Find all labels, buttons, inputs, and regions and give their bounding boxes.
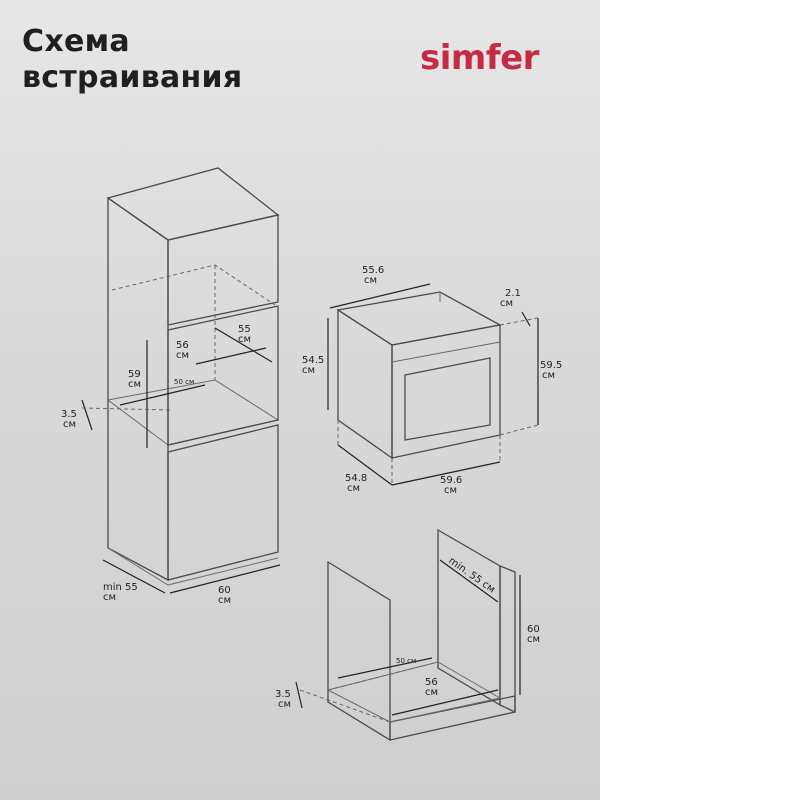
dim-width: 60: [218, 585, 231, 596]
dim-base-plinth: 3.5: [275, 689, 291, 700]
base-cabinet-left-panel: [327, 560, 391, 742]
dim-opening-width-unit: см: [238, 334, 251, 345]
dim-panel-thickness-unit: см: [500, 298, 513, 309]
base-cabinet-floor: [326, 661, 502, 723]
dim-base-vent-gap: 50 см: [396, 657, 416, 665]
page-title: Схема встраивания: [22, 24, 242, 96]
dim-front-width-unit: см: [444, 485, 457, 496]
dim-line-depth-min: [439, 559, 499, 603]
oven-door-window: [404, 357, 491, 441]
dim-line-opening-depth: [195, 347, 267, 365]
dim-opening-width: 55: [238, 324, 251, 335]
brand-logo: simfer: [420, 38, 539, 78]
dim-line-base-plinth: [295, 681, 303, 709]
dim-base-width-unit: см: [425, 687, 438, 698]
dim-panel-thickness: 2.1: [505, 288, 521, 299]
dim-line-vent-gap: [119, 384, 206, 406]
front-height-guide-bottom: [499, 424, 539, 436]
base-plinth-guide: [299, 689, 391, 723]
dim-front-width: 59.6: [440, 475, 462, 486]
dim-opening-height: 59: [128, 369, 141, 380]
dim-top-depth: 55.6: [362, 265, 384, 276]
dim-base-height-unit: см: [527, 634, 540, 645]
tall-cabinet-top-face: [106, 167, 280, 241]
front-height-guide-top: [499, 317, 539, 326]
base-cabinet-right-panel: [437, 528, 501, 707]
dim-base-height: 60: [527, 624, 540, 635]
dim-line-top-depth: [329, 283, 431, 309]
dim-line-bottom-depth: [337, 444, 393, 486]
dim-base-width: 56: [425, 677, 438, 688]
dim-front-height-unit: см: [542, 370, 555, 381]
dim-line-width: [169, 564, 281, 594]
dim-front-height: 59.5: [540, 360, 562, 371]
dim-line-panel-thickness: [521, 311, 531, 327]
oven-side-face: [337, 308, 393, 460]
tall-cabinet: [106, 167, 280, 586]
tall-cabinet-dimensions: 55 см 56 см 59 см 50 см 3.5 см min 55 см…: [61, 324, 281, 606]
tall-cabinet-niche-top: [111, 264, 276, 306]
dim-line-front-width: [391, 461, 501, 486]
dim-width-unit: см: [218, 595, 231, 606]
dim-bottom-depth: 54.8: [345, 473, 367, 484]
dim-base-plinth-unit: см: [278, 699, 291, 710]
dim-line-opening-width: [214, 327, 273, 363]
dim-line-depth-min: [102, 559, 166, 594]
dim-top-depth-unit: см: [364, 275, 377, 286]
dim-line-base-width: [391, 689, 499, 716]
base-cabinet: [326, 528, 516, 742]
dim-line-plinth: [81, 399, 93, 431]
oven-dimensions: 55.6 см 2.1 см 54.5 см 59.5 см 54.8 см 5…: [302, 265, 562, 496]
tall-cabinet-base-front: [167, 557, 279, 586]
dim-plinth-unit: см: [63, 419, 76, 430]
dim-plinth: 3.5: [61, 409, 77, 420]
dim-line-base-vent-gap: [337, 657, 433, 679]
dim-opening-height-unit: см: [128, 379, 141, 390]
title-line-2: встраивания: [22, 60, 243, 95]
oven-control-strip: [391, 341, 501, 363]
oven: [336, 291, 502, 460]
dim-body-height-unit: см: [302, 365, 315, 376]
dim-body-height: 54.5: [302, 355, 324, 366]
dim-opening-depth-unit: см: [176, 350, 189, 361]
base-cabinet-floor-back: [327, 661, 439, 691]
title-line-1: Схема: [22, 24, 130, 59]
base-cabinet-plinth: [389, 695, 516, 741]
tall-cabinet-lower-door: [167, 424, 279, 581]
dim-opening-depth: 56: [176, 340, 189, 351]
dim-depth-min-unit: см: [103, 592, 116, 603]
base-cabinet-right-panel-edge: [499, 565, 516, 714]
dim-bottom-depth-unit: см: [347, 483, 360, 494]
tall-cabinet-base-edge: [107, 547, 169, 586]
tall-cabinet-opening: [167, 305, 279, 446]
dim-vent-gap: 50 см: [174, 378, 194, 386]
dim-base-depth-min: min. 55 см: [446, 555, 497, 595]
plinth-guide-top: [81, 407, 171, 411]
dim-depth-min: min 55: [103, 582, 138, 593]
